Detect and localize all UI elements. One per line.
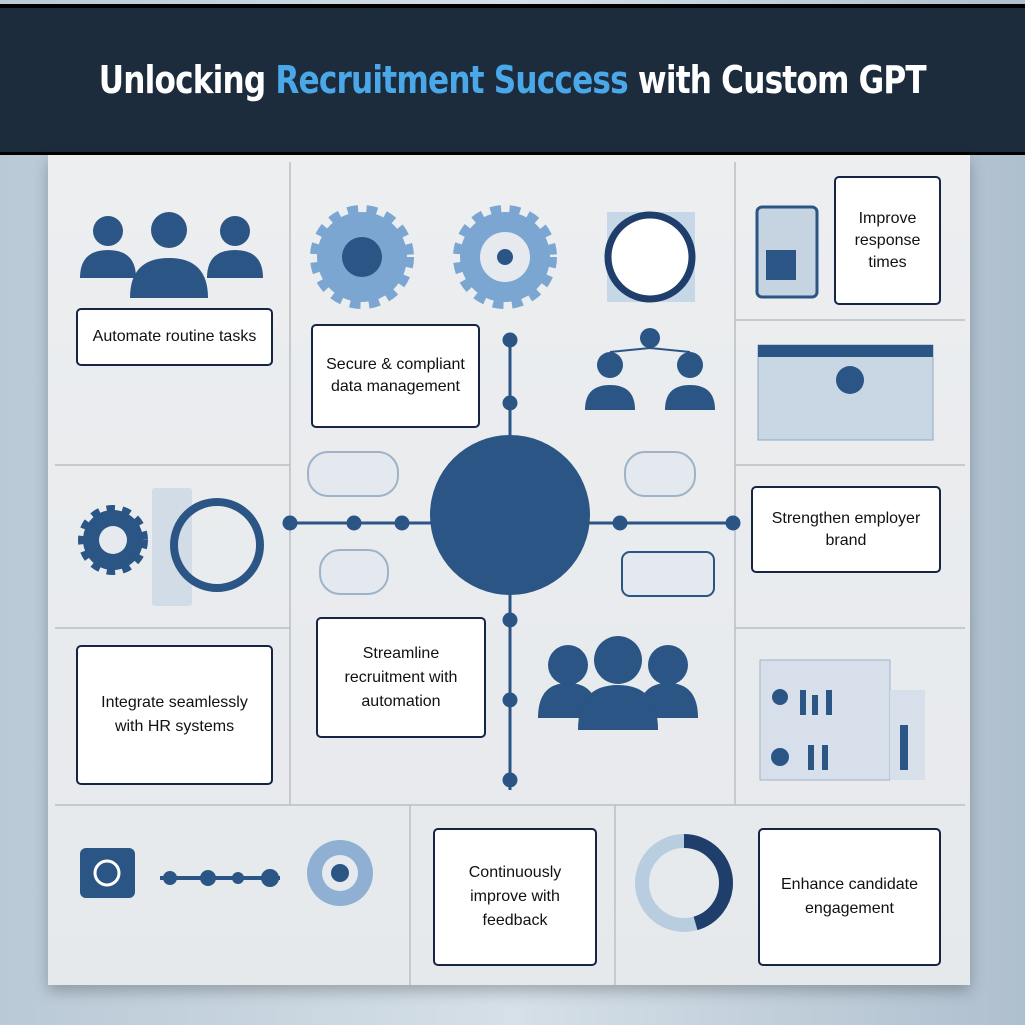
dashboard-icon [755, 205, 819, 299]
clock-icon [604, 211, 696, 303]
label-integrate-hr-systems: Integrate seamlessly with HR systems [76, 645, 273, 785]
settings-dial-icon [307, 840, 373, 906]
label-streamline-recruitment: Streamline recruitment with automation [316, 617, 486, 738]
header-banner: Unlocking Recruitment Success with Custo… [0, 4, 1025, 155]
label-improve-response-times: Improve response times [834, 176, 941, 305]
label-secure-data-management: Secure & compliant data management [311, 324, 480, 428]
title-highlight: Recruitment Success [275, 58, 629, 102]
donut-chart-icon [635, 834, 733, 932]
org-chart-icon [585, 328, 715, 410]
pill-badges [307, 451, 715, 597]
target-icon [78, 488, 264, 606]
label-automate-routine-tasks: Automate routine tasks [76, 308, 273, 366]
gear-icon [310, 205, 414, 309]
label-strengthen-employer-brand: Strengthen employer brand [751, 486, 941, 573]
team-icon [538, 636, 698, 730]
people-group-icon [80, 212, 263, 298]
connectors [282, 332, 741, 790]
label-enhance-candidate-engagement: Enhance candidate engagement [758, 828, 941, 966]
gear-icon [453, 205, 557, 309]
workflow-timeline-icon [80, 848, 280, 898]
browser-window-icon [757, 344, 934, 441]
bar-chart-icon [759, 659, 925, 781]
page-title: Unlocking Recruitment Success with Custo… [98, 58, 927, 102]
central-hub-icon [430, 435, 590, 595]
grid-dividers [55, 162, 965, 985]
label-continuously-improve: Continuously improve with feedback [433, 828, 597, 966]
